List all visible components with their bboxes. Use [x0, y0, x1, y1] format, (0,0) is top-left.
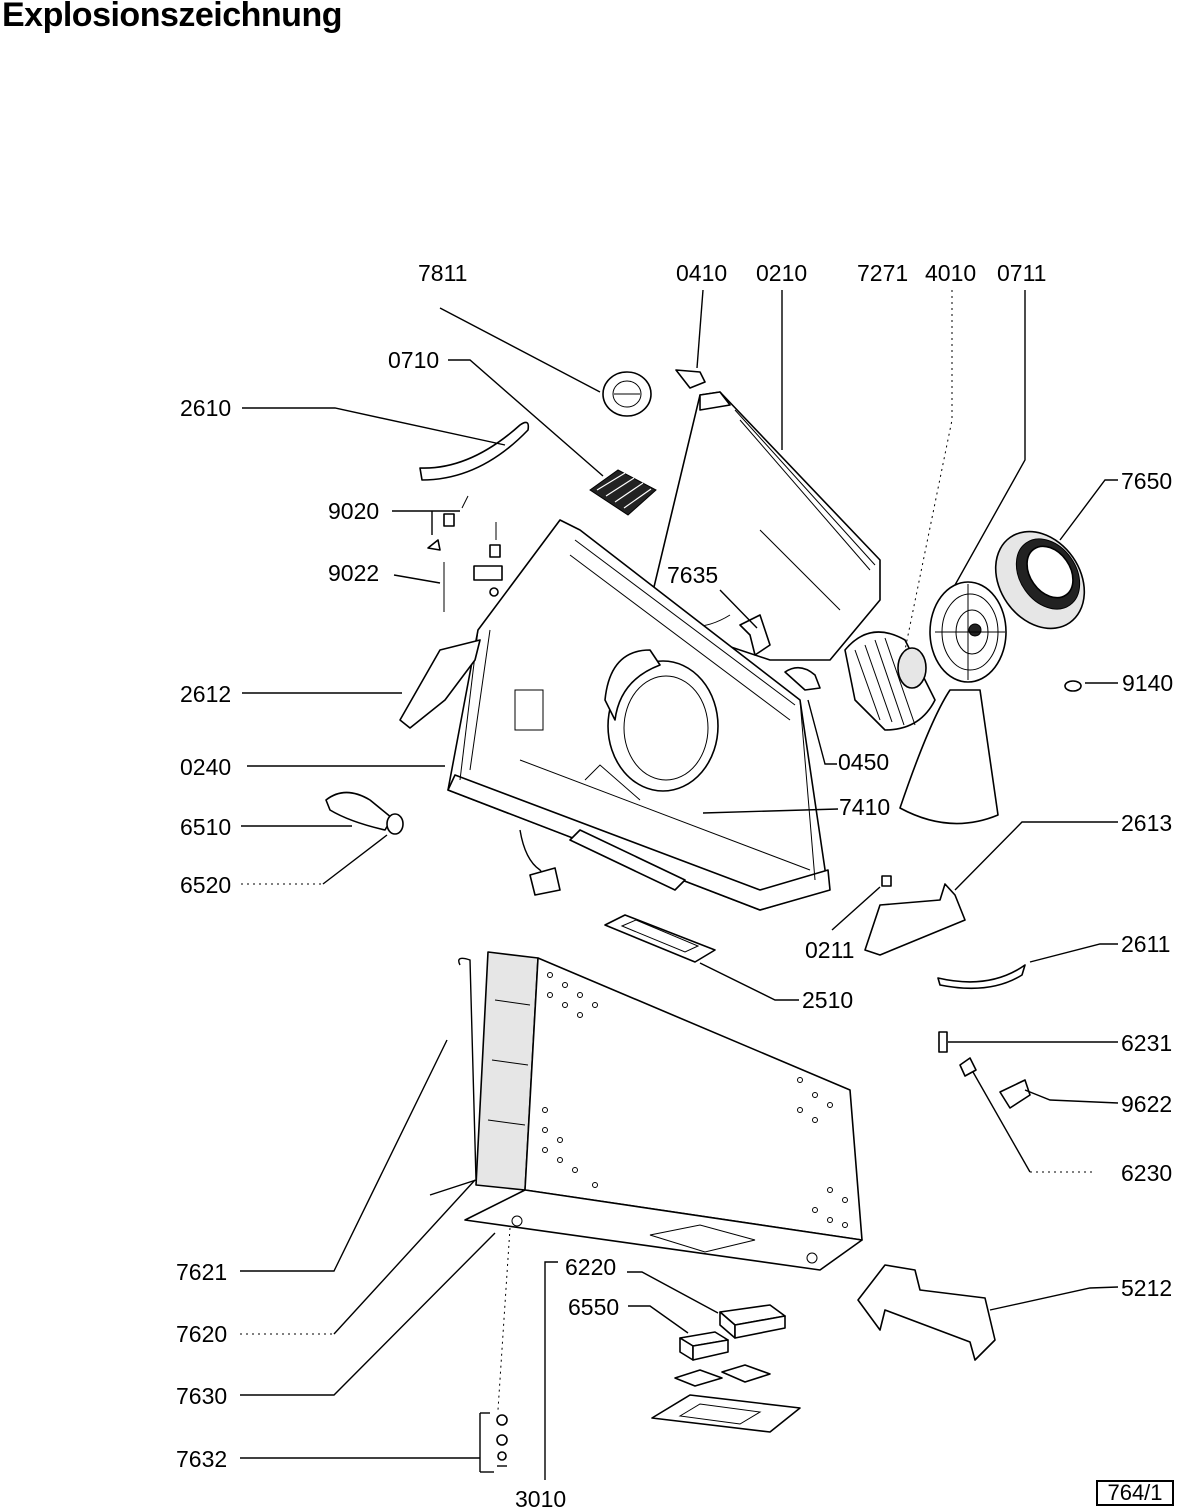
part-7635-bracket [739, 614, 771, 656]
label-6231: 6231 [1121, 1030, 1172, 1056]
label-7410: 7410 [839, 794, 890, 820]
part-main-lower-panel [464, 957, 863, 1271]
part-0711-fan-guard [929, 581, 1007, 683]
part-power-plug [529, 867, 561, 896]
part-2611-trim [937, 964, 1026, 990]
label-7811: 7811 [418, 260, 467, 286]
part-6220-control-box [719, 1304, 786, 1339]
part-6510-lamp [325, 791, 404, 835]
label-7271: 7271 [857, 260, 908, 286]
label-6220: 6220 [565, 1254, 616, 1280]
part-7621-rod [429, 957, 477, 1196]
label-4010: 4010 [925, 260, 976, 286]
label-2610: 2610 [180, 395, 231, 421]
part-7410-fan-housing [584, 649, 719, 801]
label-0240: 0240 [180, 754, 231, 780]
label-0410: 0410 [676, 260, 727, 286]
part-2612-side-trim [399, 639, 481, 729]
part-5212-cover [857, 1264, 996, 1361]
label-2612: 2612 [180, 681, 231, 707]
part-3010-control-plate [651, 1394, 801, 1433]
label-9020: 9020 [328, 498, 379, 524]
label-6510: 6510 [180, 814, 231, 840]
part-clips [674, 1364, 771, 1387]
label-0450: 0450 [838, 749, 889, 775]
part-2510-lamp-window [604, 914, 716, 963]
label-0210: 0210 [756, 260, 807, 286]
label-0711: 0711 [997, 260, 1046, 286]
label-0211: 0211 [805, 937, 854, 963]
part-0710-filter [589, 469, 657, 516]
label-7650: 7650 [1121, 468, 1172, 494]
label-6550: 6550 [568, 1294, 619, 1320]
label-6230: 6230 [1121, 1160, 1172, 1186]
part-power-cord [519, 829, 549, 881]
label-7632: 7632 [176, 1446, 227, 1472]
part-7811-cap [602, 371, 652, 417]
part-0211-knob [881, 875, 892, 887]
label-6520: 6520 [180, 872, 231, 898]
label-7620: 7620 [176, 1321, 227, 1347]
label-2613: 2613 [1121, 810, 1172, 836]
part-6550-transformer [679, 1331, 729, 1361]
part-9020-fittings [427, 495, 503, 612]
label-7635: 7635 [667, 562, 718, 588]
page-title: Explosionszeichnung [2, 0, 342, 34]
part-4010-motor [844, 631, 936, 731]
part-0410-clip [675, 369, 706, 389]
label-5212: 5212 [1121, 1275, 1172, 1301]
part-labels: 7811 0410 0210 7271 4010 0711 0710 2610 … [176, 260, 1173, 1511]
part-9140-washer [1064, 680, 1082, 692]
label-2611: 2611 [1121, 931, 1170, 957]
part-7271-duct [899, 689, 999, 825]
label-7621: 7621 [176, 1259, 227, 1285]
part-6231-switch [938, 1031, 948, 1053]
label-9022: 9022 [328, 560, 379, 586]
label-9622: 9622 [1121, 1091, 1172, 1117]
label-2510: 2510 [802, 987, 853, 1013]
label-3010: 3010 [515, 1486, 566, 1511]
part-7650-carbon-filter [994, 530, 1086, 630]
part-0450-clip [784, 666, 821, 691]
leader-lines [240, 289, 1119, 1480]
part-2613-side-trim [864, 883, 966, 956]
part-2610-trim [419, 421, 530, 481]
label-7630: 7630 [176, 1383, 227, 1409]
part-7632-screws [479, 1412, 508, 1473]
part-9622-pad [999, 1079, 1031, 1109]
page-reference: 764/1 [1096, 1480, 1174, 1506]
label-0710: 0710 [388, 347, 439, 373]
label-9140: 9140 [1122, 670, 1173, 696]
part-6230-holder [959, 1057, 977, 1077]
